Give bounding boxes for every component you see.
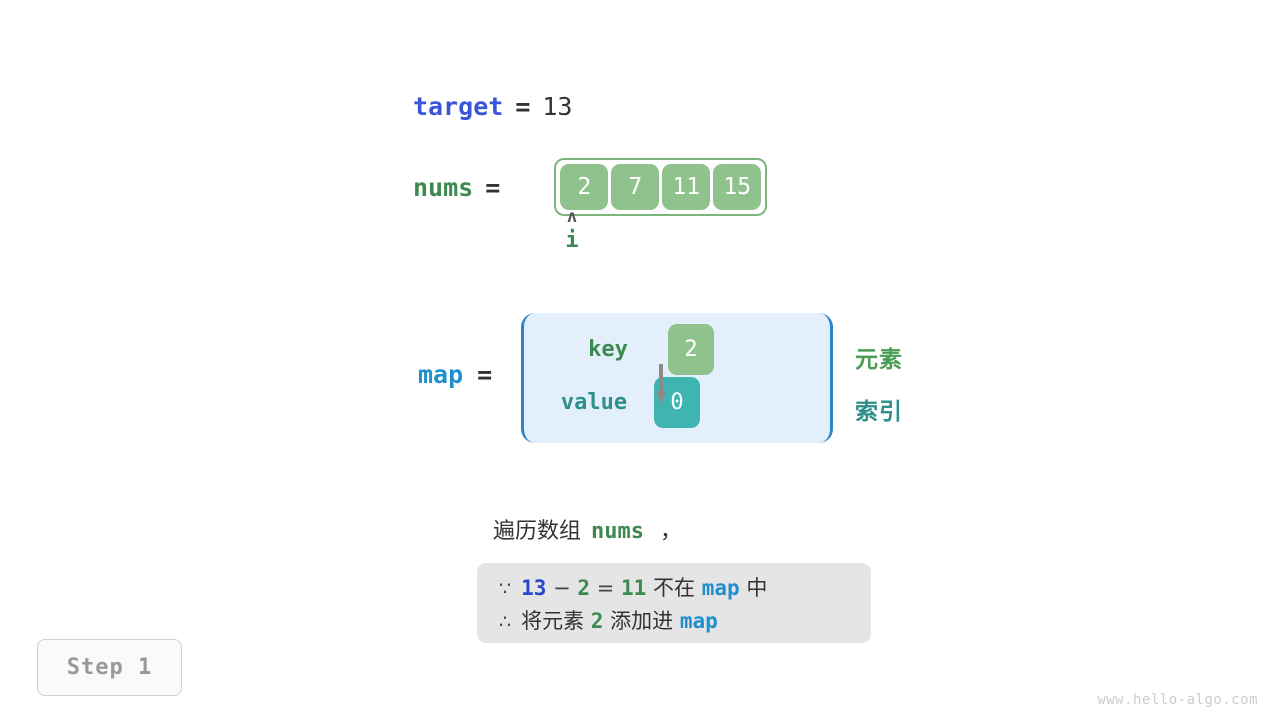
line1-target-value: 13 <box>521 576 547 600</box>
line2-text-into: 添加进 <box>610 609 674 633</box>
map-key-label: key <box>588 337 628 362</box>
map-equals-sign: = <box>477 360 493 389</box>
map-key-row: key 2 <box>556 324 714 375</box>
map-assignment-row: map = <box>418 360 506 389</box>
target-equals-sign: = <box>515 92 531 121</box>
target-assignment-row: target = 13 <box>413 92 572 121</box>
array-cell: 2 <box>560 164 609 210</box>
line1-text-not-in: 不在 <box>653 576 695 600</box>
explanation-box: ∵ 13 − 2 = 11 不在 map 中 ∴ 将元素 2 添加进 map <box>477 563 871 643</box>
map-variable-name: map <box>418 360 464 389</box>
target-value: 13 <box>542 92 573 121</box>
line1-text-in: 中 <box>746 576 768 600</box>
explanation-line-1: ∵ 13 − 2 = 11 不在 map 中 <box>499 572 849 605</box>
annotation-element: 元素 <box>855 347 903 373</box>
line1-current-element: 2 <box>577 576 591 600</box>
map-value-cell: 0 <box>654 377 700 428</box>
map-key-cell: 2 <box>668 324 714 375</box>
map-container: key 2 value 0 <box>521 313 833 443</box>
step-badge: Step 1 <box>37 639 182 696</box>
line2-map-keyword: map <box>679 609 718 633</box>
caption-keyword: nums <box>591 519 644 544</box>
line1-minus-operator: − <box>553 576 571 600</box>
caption-comma: ， <box>660 519 683 544</box>
nums-assignment-row: nums = 2 7 11 15 <box>413 158 768 216</box>
annotation-index: 索引 <box>855 399 903 425</box>
nums-variable-name: nums <box>413 172 474 202</box>
index-pointer-label: i <box>565 228 579 253</box>
array-cell: 15 <box>713 164 762 210</box>
map-value-row: value 0 <box>542 377 700 428</box>
map-value-label: value <box>560 390 628 415</box>
array-cell: 7 <box>611 164 660 210</box>
caption-text: 遍历数组 nums ， <box>493 513 682 545</box>
nums-array-container: 2 7 11 15 <box>554 158 768 216</box>
caret-up-icon: ʌ <box>566 207 578 227</box>
line1-map-keyword: map <box>701 576 740 600</box>
line2-element-value: 2 <box>590 609 604 633</box>
explanation-line-2: ∴ 将元素 2 添加进 map <box>499 605 849 638</box>
line2-text-add-element: 将元素 <box>521 609 585 633</box>
target-variable-name: target <box>413 92 504 121</box>
array-cell: 11 <box>662 164 711 210</box>
nums-equals-sign: = <box>485 172 501 202</box>
line1-equals-operator: = <box>596 576 615 600</box>
index-pointer-group: ʌ i <box>552 208 592 256</box>
watermark: www.hello-algo.com <box>1097 692 1258 708</box>
caption-prefix: 遍历数组 <box>493 519 582 544</box>
because-symbol-icon: ∵ <box>499 578 512 600</box>
therefore-symbol-icon: ∴ <box>499 611 512 633</box>
line1-complement-value: 11 <box>621 576 647 600</box>
